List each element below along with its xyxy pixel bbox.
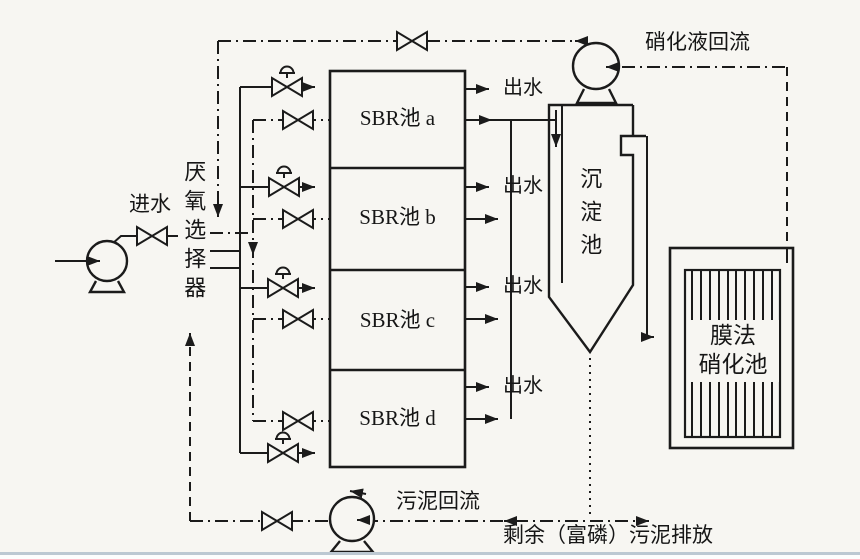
recycle-valve-c: [282, 308, 314, 330]
influent-label: 进水: [129, 192, 171, 216]
sbr-tank-block: [328, 69, 467, 469]
nitrified-recycle-label: 硝化液回流: [645, 30, 750, 54]
selector-outlet-duct: [210, 250, 239, 269]
sedimentation-tank: [547, 103, 646, 355]
effluent-label-a: 出水: [503, 77, 543, 99]
membrane-tank-label-line2: 硝化池: [698, 351, 768, 377]
sludge-return-valve: [261, 510, 293, 532]
sbr-tank-c-label: SBR池 c: [359, 308, 436, 332]
effluent-label-d: 出水: [503, 375, 543, 397]
recycle-top-valve: [396, 30, 428, 52]
membrane-tank-label: 膜法 硝化池: [687, 320, 779, 382]
sludge-return-pump: [328, 488, 376, 554]
effluent-label-c: 出水: [503, 275, 543, 297]
motor-valve-a: [271, 65, 303, 98]
recycle-valve-d: [282, 410, 314, 432]
sludge-return-label: 污泥回流: [396, 489, 480, 513]
flow-arrows: [213, 36, 588, 526]
motor-valve-c: [267, 266, 299, 299]
nitrified-recycle-pump: [571, 41, 621, 105]
motor-valve-d: [267, 431, 299, 464]
effluent-outlets: [465, 84, 489, 392]
sbr-tank-d-label: SBR池 d: [359, 406, 436, 430]
anaerobic-selector-label: 厌氧选择器: [181, 160, 207, 305]
recycle-branches: [253, 119, 330, 422]
settler-outlet-pipe: [641, 136, 654, 342]
influent-valve: [136, 225, 168, 247]
influent-pipe: [55, 235, 178, 262]
nitrified-recycle-top-pipe: [217, 40, 578, 217]
valves: [136, 30, 428, 532]
bottom-border-white: [0, 555, 860, 559]
bottom-border-line: [0, 552, 860, 555]
recycle-valve-a: [282, 109, 314, 131]
influent-pump: [85, 239, 129, 294]
decant-to-settler-pipes: [465, 110, 561, 424]
excess-sludge-label: 剩余（富磷）污泥排放: [503, 523, 713, 547]
motor-valve-b: [268, 165, 300, 198]
effluent-label-b: 出水: [503, 175, 543, 197]
settling-tank-label: 沉淀池: [577, 167, 603, 266]
membrane-tank-label-line1: 膜法: [710, 323, 756, 348]
recycle-valve-b: [282, 208, 314, 230]
sbr-tank-b-label: SBR池 b: [359, 205, 436, 229]
sbr-tank-a-label: SBR池 a: [359, 106, 436, 130]
